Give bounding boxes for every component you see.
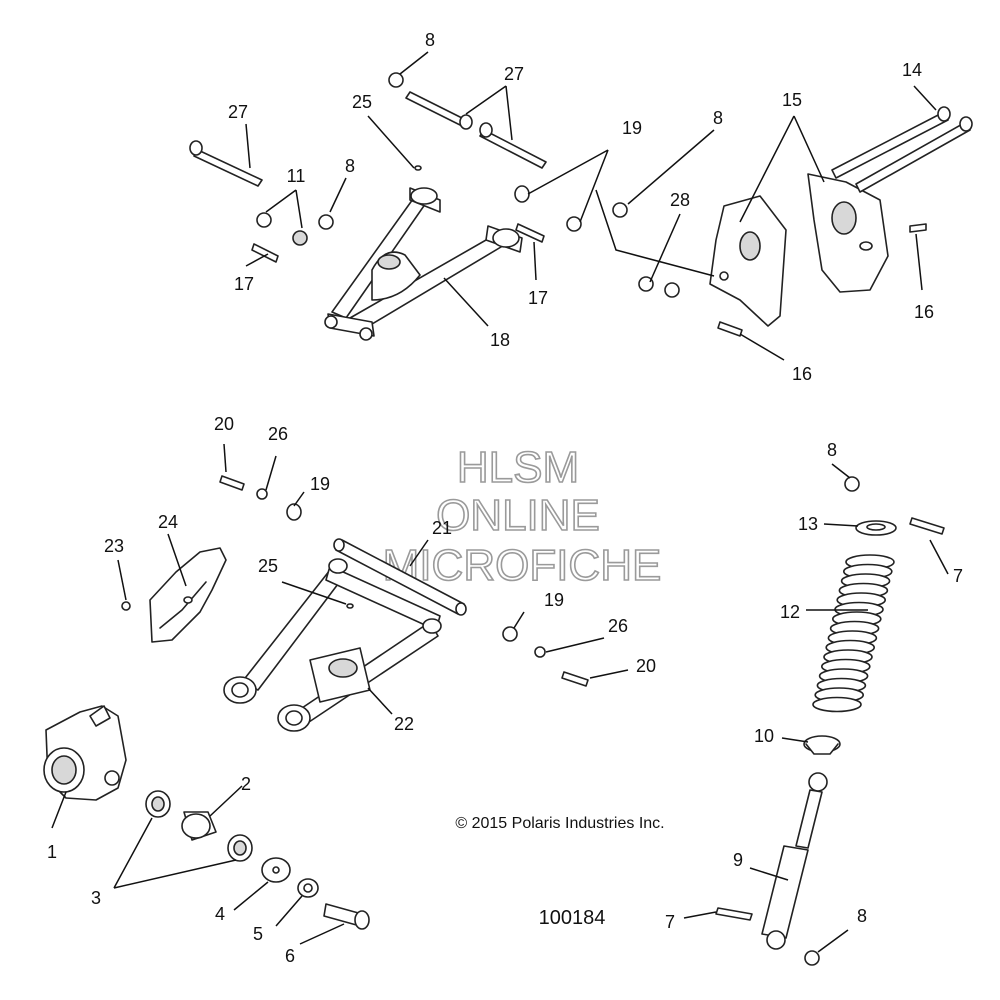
callout-16-left[interactable]: 16: [792, 364, 812, 384]
long-bolt-part-left[interactable]: [189, 140, 263, 187]
callout-8-arm[interactable]: 8: [345, 156, 355, 176]
pivot-bolt-part[interactable]: [323, 903, 370, 930]
callout-19-mid[interactable]: 19: [310, 474, 330, 494]
left-mounting-bracket-part[interactable]: [709, 195, 787, 327]
long-bolt-part-center[interactable]: [479, 122, 547, 169]
callout-27-left[interactable]: 27: [228, 102, 248, 122]
callout-17-right[interactable]: 17: [528, 288, 548, 308]
grease-fitting-part[interactable]: [346, 165, 422, 609]
callout-16-right[interactable]: 16: [914, 302, 934, 322]
callout-8-spring[interactable]: 8: [827, 440, 837, 460]
upper-spring-retainer-part[interactable]: [855, 520, 897, 536]
bushing-part-upper[interactable]: [145, 790, 171, 818]
callout-20-left[interactable]: 20: [214, 414, 234, 434]
callout-21[interactable]: 21: [432, 518, 452, 538]
callout-12[interactable]: 12: [780, 602, 800, 622]
callout-17-left[interactable]: 17: [234, 274, 254, 294]
bushing-insert-part[interactable]: [256, 185, 582, 642]
callout-22[interactable]: 22: [394, 714, 414, 734]
callout-20-right[interactable]: 20: [636, 656, 656, 676]
long-shaft-part-front[interactable]: [831, 106, 951, 179]
watermark-line-1: HLSM: [457, 443, 579, 492]
callout-4[interactable]: 4: [215, 904, 225, 924]
pivot-tube-part[interactable]: [333, 538, 467, 616]
washer-part[interactable]: [256, 488, 546, 658]
callout-1[interactable]: 1: [47, 842, 57, 862]
screw-part[interactable]: [121, 601, 131, 611]
dowel-pin-part[interactable]: [251, 223, 545, 263]
watermark-line-3: MICROFICHE: [383, 541, 662, 590]
callout-24[interactable]: 24: [158, 512, 178, 532]
lower-a-arm-part[interactable]: [223, 558, 442, 732]
callout-6[interactable]: 6: [285, 946, 295, 966]
callout-14[interactable]: 14: [902, 60, 922, 80]
nut-part[interactable]: [318, 72, 860, 966]
callout-19-lower[interactable]: 19: [544, 590, 564, 610]
copyright-notice: © 2015 Polaris Industries Inc.: [455, 815, 664, 832]
callout-10[interactable]: 10: [754, 726, 774, 746]
flange-nut-part[interactable]: [638, 276, 680, 298]
callout-7-upper[interactable]: 7: [953, 566, 963, 586]
diagram-number: 100184: [539, 907, 606, 929]
callout-7-lower[interactable]: 7: [665, 912, 675, 932]
callout-8-bracket[interactable]: 8: [713, 108, 723, 128]
bearing-carrier-part[interactable]: [43, 705, 127, 801]
small-washer-part[interactable]: [297, 878, 319, 898]
lower-spring-retainer-part[interactable]: [803, 735, 841, 755]
upper-a-arm-part[interactable]: [324, 187, 523, 341]
callout-13[interactable]: 13: [798, 514, 818, 534]
bushing-part-lower[interactable]: [227, 834, 253, 862]
spacer-part[interactable]: [181, 811, 217, 841]
callout-23[interactable]: 23: [104, 536, 124, 556]
callout-11[interactable]: 11: [287, 166, 306, 186]
right-mounting-bracket-part[interactable]: [807, 173, 889, 293]
large-washer-part[interactable]: [261, 857, 291, 883]
callout-9[interactable]: 9: [733, 850, 743, 870]
callout-25-top[interactable]: 25: [352, 92, 372, 112]
watermark: HLSM ONLINE MICROFICHE: [382, 442, 662, 591]
spring-coil: [812, 696, 862, 713]
long-bolt-part-upper[interactable]: [405, 91, 473, 130]
callout-labels: 1 2 3 4 5 6 7 7 8 8 8 8 8 9 10 11 12 13 …: [47, 30, 963, 966]
callout-26-left[interactable]: 26: [268, 424, 288, 444]
coil-spring-part[interactable]: [812, 554, 895, 713]
callout-8-shock[interactable]: 8: [857, 906, 867, 926]
callout-3[interactable]: 3: [91, 888, 101, 908]
flange-bolt-part[interactable]: [219, 223, 945, 921]
callout-18[interactable]: 18: [490, 330, 510, 350]
shock-absorber-part[interactable]: [761, 772, 828, 950]
callout-28[interactable]: 28: [670, 190, 690, 210]
callout-26-right[interactable]: 26: [608, 616, 628, 636]
long-shaft-part-rear[interactable]: [855, 116, 973, 193]
skid-guard-part[interactable]: [149, 547, 227, 643]
leader-lines: [51, 51, 949, 953]
callout-5[interactable]: 5: [253, 924, 263, 944]
callout-8-top[interactable]: 8: [425, 30, 435, 50]
callout-15[interactable]: 15: [782, 90, 802, 110]
watermark-line-2: ONLINE: [436, 491, 600, 540]
callout-19-top[interactable]: 19: [622, 118, 642, 138]
callout-25-lower[interactable]: 25: [258, 556, 278, 576]
callout-27-top[interactable]: 27: [504, 64, 524, 84]
callout-2[interactable]: 2: [241, 774, 251, 794]
